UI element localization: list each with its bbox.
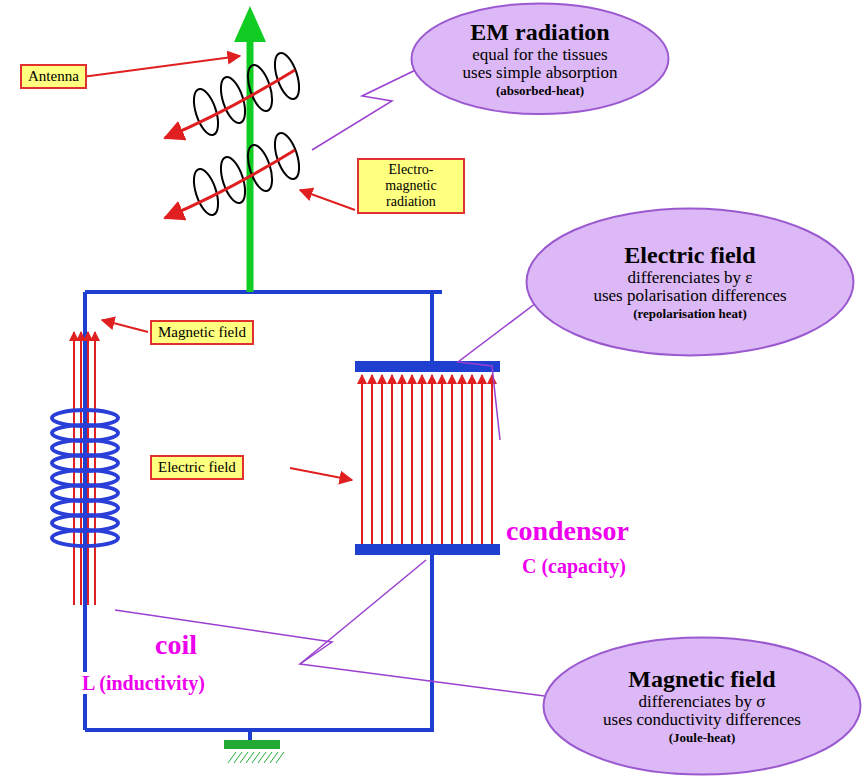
callout-text: uses polarisation differences	[593, 287, 786, 306]
ground-symbol	[224, 740, 280, 749]
text-group: Electro-magnetic radiation	[365, 162, 457, 210]
callout-text: (absorbed-heat)	[463, 83, 618, 99]
text-group: EM radiationequal for the tissuesuses si…	[463, 19, 618, 98]
text-group: Electric fielddifferenciates by εuses po…	[593, 242, 786, 321]
component-symbol: L (inductivity)	[80, 672, 207, 694]
text-group: Magnetic field	[158, 324, 246, 341]
callout-text: uses simple absorption	[463, 64, 618, 83]
callout-ellipse: EM radiationequal for the tissuesuses si…	[410, 2, 670, 116]
text-group: Magnetic fielddifferenciates by σuses co…	[603, 666, 801, 745]
text-group: Antenna	[28, 68, 79, 85]
callout-pointers	[115, 64, 560, 698]
component-name: condensor	[504, 516, 631, 547]
antenna-tip	[234, 6, 266, 42]
box-label: Electro-magnetic radiation	[365, 162, 457, 210]
callout-heading: Electric field	[593, 242, 786, 268]
callout-text: differenciates by ε	[593, 269, 786, 288]
label-box: Antenna	[20, 64, 87, 89]
callout-ellipse: Magnetic fielddifferenciates by σuses co…	[542, 636, 862, 776]
label-box: Electro-magnetic radiation	[357, 158, 465, 214]
component-name: coil	[153, 630, 199, 661]
callout-text: differenciates by σ	[603, 693, 801, 712]
callout-text: equal for the tissues	[463, 46, 618, 65]
callout-text: (repolarisation heat)	[593, 306, 786, 322]
callout-heading: EM radiation	[463, 19, 618, 45]
box-label: Antenna	[28, 68, 79, 85]
callout-ellipse: Electric fielddifferenciates by εuses po…	[525, 207, 855, 357]
electric-field-lines	[362, 375, 492, 544]
label-box: Magnetic field	[150, 320, 254, 345]
em-wave	[165, 50, 304, 218]
capacitor-plate	[355, 544, 500, 555]
box-label: Magnetic field	[158, 324, 246, 341]
ground-hatching	[228, 752, 284, 763]
label-box: Electric field	[150, 455, 244, 480]
box-label: Electric field	[158, 459, 236, 476]
component-symbol: C (capacity)	[520, 555, 628, 577]
leader-arrows	[82, 56, 355, 480]
coil-symbol	[52, 410, 118, 546]
text-group: Electric field	[158, 459, 236, 476]
capacitor-plate	[355, 361, 500, 372]
callout-text: (Joule-heat)	[603, 730, 801, 746]
callout-text: uses conductivity differences	[603, 711, 801, 730]
callout-heading: Magnetic field	[603, 666, 801, 692]
